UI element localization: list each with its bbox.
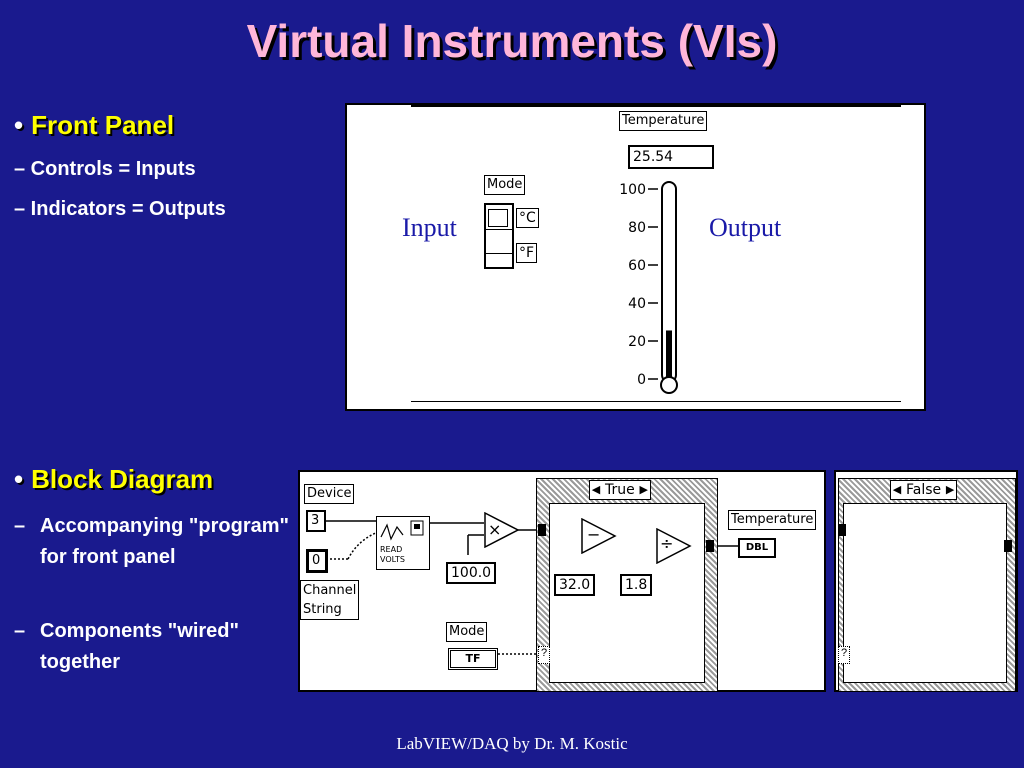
mode-switch-lever [488, 209, 508, 227]
temperature-terminal-label: Temperature [728, 510, 817, 530]
bullet-dot: • [14, 464, 24, 494]
subtract-symbol: − [587, 525, 601, 544]
tunnel-out [706, 540, 714, 552]
subtract-node[interactable] [581, 518, 617, 554]
output-caption: Output [709, 213, 782, 242]
case-structure-false[interactable] [838, 478, 1016, 692]
item-dash: – [14, 620, 26, 642]
front-panel-image: Temperature 25.54 Mode °C °F Input Outpu… [345, 103, 926, 411]
front-panel-item-2: – Indicators = Outputs [14, 198, 226, 220]
case-true-label: True [605, 482, 635, 498]
bullet-dot: • [14, 110, 24, 140]
dbl-indicator-terminal[interactable]: DBL [738, 538, 776, 558]
selector-terminal: ? [538, 646, 550, 664]
case-prev-icon[interactable]: ◀ [591, 483, 601, 496]
item-dash: – [14, 515, 26, 537]
temperature-digital-display: 25.54 [628, 145, 714, 169]
case-false-label: False [906, 482, 942, 498]
slide-title: Virtual Instruments (VIs) [246, 15, 778, 67]
channel-string-label: Channel String [300, 580, 360, 620]
block-diagram-item-2: – Components "wired" together [14, 616, 290, 678]
unit-fahrenheit-label: °F [516, 243, 538, 263]
waveform-icon [380, 520, 424, 541]
scale-tick-label: 40 [628, 296, 646, 312]
item-text: Accompanying "program" for front panel [40, 515, 290, 568]
mode-switch[interactable] [484, 203, 514, 269]
divide-symbol: ÷ [660, 534, 674, 553]
scale-tick-label: 80 [628, 220, 646, 236]
unit-celsius-label: °C [516, 208, 539, 228]
channel-label-line2: String [303, 602, 342, 617]
case-prev-icon[interactable]: ◀ [892, 483, 902, 496]
thermometer-indicator: 100 80 60 40 20 0 [619, 181, 678, 394]
channel-constant: 0 [306, 549, 328, 573]
read-volts-line2: VOLTS [380, 555, 405, 564]
block-diagram-item-1: – Accompanying "program" for front panel [14, 511, 290, 573]
read-volts-subvi[interactable]: READ VOLTS [376, 516, 430, 570]
mode-terminal-label: Mode [446, 622, 488, 642]
panel-bottom-rule [411, 401, 901, 402]
temperature-indicator-label: Temperature [619, 111, 708, 131]
scale-tick-label: 20 [628, 334, 646, 350]
block-diagram-image: Device 3 0 Channel String READ VOLTS × 1… [298, 470, 1018, 692]
front-panel-heading: Front Panel [31, 110, 175, 140]
multiply-node[interactable] [484, 512, 520, 548]
device-label: Device [304, 484, 355, 504]
case-selector-true[interactable]: ◀ True ▶ [589, 480, 651, 500]
thermometer-bulb [660, 376, 678, 394]
divide-node[interactable] [656, 528, 692, 564]
constant-100: 100.0 [446, 562, 497, 584]
mode-control-label: Mode [484, 175, 526, 195]
input-caption: Input [402, 213, 457, 242]
scale-tick-label: 60 [628, 258, 646, 274]
case-selector-false[interactable]: ◀ False ▶ [890, 480, 958, 500]
scale-tick-label: 100 [619, 182, 646, 198]
front-panel-bullet: •Front Panel [14, 110, 174, 141]
slide-footer: LabVIEW/DAQ by Dr. M. Kostic [396, 734, 628, 753]
read-volts-line1: READ [380, 545, 403, 554]
device-constant: 3 [306, 510, 326, 532]
constant-1-8: 1.8 [620, 574, 653, 596]
block-diagram-heading: Block Diagram [31, 464, 214, 494]
tunnel-out-false [1004, 540, 1012, 552]
tunnel-in-false [838, 524, 846, 536]
multiply-symbol: × [488, 520, 502, 539]
scale-tick-label: 0 [637, 372, 646, 388]
block-diagram-bullet: •Block Diagram [14, 464, 213, 495]
channel-label-line1: Channel [303, 583, 357, 598]
tf-control-terminal[interactable]: TF [448, 648, 498, 670]
panel-top-rule [411, 105, 901, 107]
tunnel-in [538, 524, 546, 536]
selector-terminal-false: ? [838, 646, 850, 664]
thermometer-fill [666, 330, 672, 379]
case-next-icon[interactable]: ▶ [945, 483, 955, 496]
front-panel-item-1: – Controls = Inputs [14, 158, 196, 180]
item-text: Components "wired" together [40, 620, 239, 673]
constant-32: 32.0 [554, 574, 596, 596]
case-next-icon[interactable]: ▶ [639, 483, 648, 496]
